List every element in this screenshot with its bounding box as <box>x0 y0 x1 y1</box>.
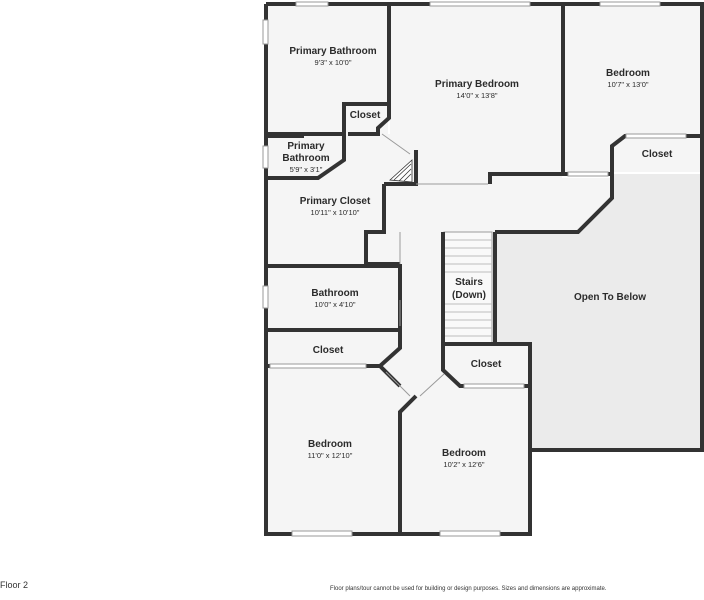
bedroom-ne-floor <box>564 6 700 172</box>
bedroom-sw-dims: 11'0" x 12'10" <box>308 451 353 460</box>
open-to-below-area <box>495 174 700 448</box>
door-openings <box>381 133 488 397</box>
west-wing-floor <box>268 264 400 532</box>
primary-bathroom-label: Primary Bathroom <box>289 46 376 57</box>
south-bedroom-floor <box>400 344 528 532</box>
open-to-below-label: Open To Below <box>574 292 646 303</box>
primary-bathroom-floor <box>268 6 388 134</box>
closet-primary-label: Closet <box>350 110 381 121</box>
primary-bathroom-dims: 9'3" x 10'0" <box>315 58 352 67</box>
disclaimer-text: Floor plans/tour cannot be used for buil… <box>330 586 607 592</box>
stairs-label-2: (Down) <box>452 290 486 301</box>
primary-closet-label: Primary Closet <box>300 196 371 207</box>
primary-bedroom-dims: 14'0" x 13'8" <box>456 91 497 100</box>
primary-bathroom-small-label-2: Bathroom <box>282 153 329 164</box>
primary-bathroom-small-dims: 5'9" x 3'1" <box>290 165 323 174</box>
bathroom-dims: 10'0" x 4'10" <box>314 300 355 309</box>
primary-closet-dims: 10'11" x 10'10" <box>311 208 360 217</box>
stair-landing-hatch <box>389 159 413 183</box>
floor-areas <box>268 6 700 532</box>
primary-bedroom-label: Primary Bedroom <box>435 79 519 90</box>
bedroom-south-label: Bedroom <box>442 448 486 459</box>
room-labels: Primary Bathroom 9'3" x 10'0" Primary Be… <box>282 46 673 469</box>
bedroom-south-dims: 10'2" x 12'6" <box>443 460 484 469</box>
floor-label: Floor 2 <box>0 580 29 590</box>
bedroom-sw-label: Bedroom <box>308 439 352 450</box>
closet-south-label: Closet <box>471 359 502 370</box>
closet-west-label: Closet <box>313 345 344 356</box>
walls <box>264 2 704 536</box>
stairs-treads <box>443 231 493 345</box>
hall-floor <box>382 178 612 232</box>
stairs-label-1: Stairs <box>455 277 483 288</box>
bathroom-label: Bathroom <box>311 288 358 299</box>
bedroom-ne-label: Bedroom <box>606 68 650 79</box>
bedroom-ne-dims: 10'7" x 13'0" <box>607 80 648 89</box>
closet-ne-label: Closet <box>642 149 673 160</box>
windows <box>262 1 687 537</box>
primary-bathroom-small-label-1: Primary <box>287 141 325 152</box>
